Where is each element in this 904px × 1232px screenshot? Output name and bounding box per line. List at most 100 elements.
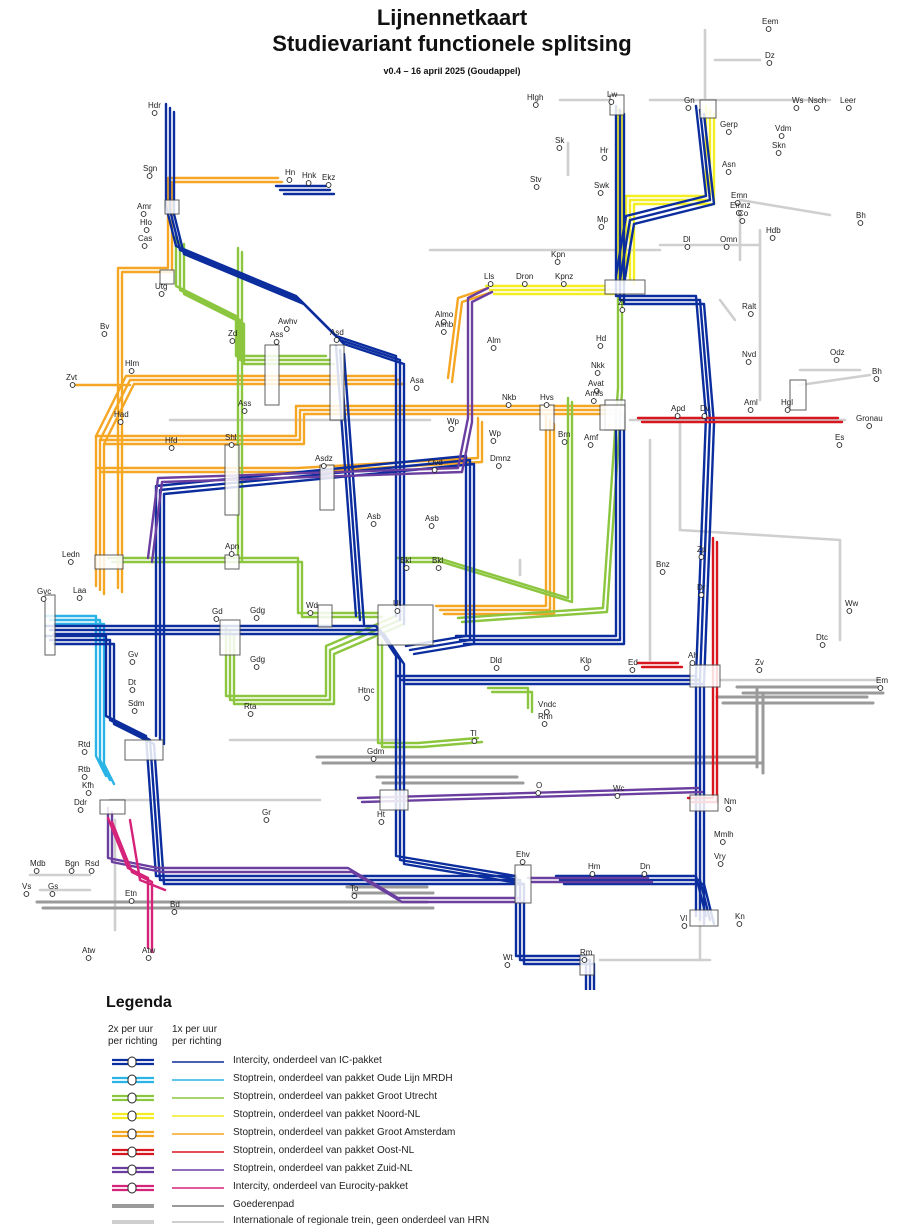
station-label: Dron [516, 272, 533, 281]
station-dot [659, 569, 666, 575]
intercity-line [618, 108, 712, 282]
station-label: Alm [487, 336, 501, 345]
station-dot [471, 738, 478, 744]
station-dot [689, 660, 696, 666]
zuid-line [106, 806, 520, 900]
legend-station-symbol [127, 1056, 137, 1068]
station-dot [590, 398, 597, 404]
station-dot [723, 244, 730, 250]
station-dot [685, 105, 692, 111]
intercity-line [394, 674, 698, 918]
station-label: Ekz [322, 173, 335, 182]
station-dot [717, 861, 724, 867]
station-label: Dtc [816, 633, 828, 642]
intercity-line [558, 878, 712, 922]
station-label: Ehv [516, 850, 530, 859]
utrecht-line [376, 636, 480, 745]
station-dot [681, 923, 688, 929]
station-label: To [350, 884, 359, 893]
station-label: Gv [128, 650, 138, 659]
legend-item-label: Internationale of regionale trein, geen … [233, 1215, 490, 1226]
station-label: Swk [594, 181, 610, 190]
station-label: Hdb [766, 226, 781, 235]
station-dot [253, 664, 260, 670]
legend-item: Goederenpad [106, 1197, 526, 1215]
station-label: Dmnz [490, 454, 511, 463]
station-label: Laa [73, 586, 87, 595]
station-label: Rsd [85, 859, 99, 868]
station-dot [145, 955, 152, 961]
station-label: Utg [155, 282, 167, 291]
oude-lijn-line [52, 622, 116, 786]
legend-col-1x: 1x per uur per richting [172, 1024, 222, 1047]
station-dot [101, 331, 108, 337]
station-label: Gdg [250, 655, 265, 664]
amsterdam-line [442, 422, 556, 616]
station-label: Dld [490, 656, 502, 665]
station-dot [601, 155, 608, 161]
station-dot [263, 817, 270, 823]
intercity-line [398, 678, 702, 922]
legend-item: Stoptrein, onderdeel van pakket Groot Am… [106, 1125, 526, 1143]
station-label: Ww [845, 599, 859, 608]
eurocity-line [128, 818, 167, 892]
station-label: Hdr [148, 101, 161, 110]
station-label: Em [876, 676, 888, 685]
station-box [99, 799, 126, 815]
station-dot [67, 559, 74, 565]
legend-item: Stoptrein, onderdeel van pakket Oude Lij… [106, 1071, 526, 1089]
station-label: Shl [225, 433, 237, 442]
station-dot [778, 133, 785, 139]
station-label: Emnz [730, 201, 750, 210]
station-dot [587, 442, 594, 448]
legend-item-label: Intercity, onderdeel van IC-pakket [233, 1055, 382, 1066]
station-dot [241, 408, 248, 414]
legend-item-label: Stoptrein, onderdeel van pakket Oost-NL [233, 1145, 415, 1156]
station-label: Ass [270, 330, 283, 339]
utrecht-line [400, 400, 574, 604]
station-label: Hfd [165, 436, 177, 445]
legend-station-symbol [127, 1074, 137, 1086]
station-dot [747, 407, 754, 413]
station-label: Gr [262, 808, 271, 817]
station-label: Vl [680, 914, 687, 923]
eurocity-line [110, 820, 154, 954]
station-dot [128, 368, 135, 374]
station-dot [793, 105, 800, 111]
utrecht-line [486, 686, 530, 710]
station-label: Bh [872, 367, 882, 376]
station-label: Hm [588, 862, 601, 871]
station-label: Hvs [540, 393, 554, 402]
station-dot [560, 281, 567, 287]
intercity-line [402, 682, 706, 926]
legend-item: Stoptrein, onderdeel van pakket Noord-NL [106, 1107, 526, 1125]
station-dot [725, 169, 732, 175]
station-box [317, 604, 333, 628]
station-dot [151, 110, 158, 116]
station-dot [253, 615, 260, 621]
page-title: Lijnennetkaart [376, 5, 528, 30]
amsterdam-line [116, 176, 280, 590]
page-subtitle: Studievariant functionele splitsing [272, 31, 632, 56]
station-dot [85, 790, 92, 796]
legend-station-symbol [127, 1146, 137, 1158]
station-label: Gronau [856, 414, 883, 423]
station-box [699, 99, 717, 119]
station-dot [725, 806, 732, 812]
legend-station-symbol [127, 1092, 137, 1104]
station-label: Sk [555, 136, 565, 145]
station-box [514, 864, 532, 904]
station-box [94, 554, 124, 570]
station-dot [487, 281, 494, 287]
station-label: Rta [244, 702, 257, 711]
station-dot [684, 244, 691, 250]
regional-line [678, 528, 842, 542]
station-dot [866, 423, 873, 429]
station-label: Nkk [591, 361, 606, 370]
station-label: Asa [410, 376, 424, 385]
station-label: Rtb [78, 765, 91, 774]
station-dot [495, 463, 502, 469]
station-box [689, 664, 721, 688]
intercity-line [462, 412, 626, 646]
